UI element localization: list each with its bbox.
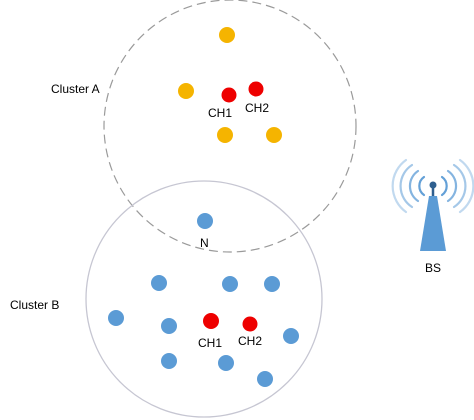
- cluster-b-member-nodes: [108, 275, 299, 387]
- cluster-b-member-node: [264, 276, 280, 292]
- base-station-label: BS: [425, 261, 441, 275]
- cluster-a-member-node: [266, 127, 282, 143]
- overlap-node: [197, 213, 213, 229]
- cluster-a-ch2-node: [248, 81, 264, 97]
- cluster-b-member-node: [161, 353, 177, 369]
- cluster-a-member-nodes: [178, 27, 282, 143]
- cluster-b-ch2-label: CH2: [238, 334, 262, 348]
- cluster-b-region: [85, 180, 323, 418]
- cluster-b-member-node: [151, 275, 167, 291]
- cluster-a-member-node: [219, 27, 235, 43]
- cluster-b-ch1-label: CH1: [198, 336, 222, 350]
- cluster-b-member-node: [218, 355, 234, 371]
- cluster-b-boundary: [85, 180, 323, 418]
- cluster-a-ch1-label: CH1: [208, 106, 232, 120]
- cluster-b-member-node: [108, 310, 124, 326]
- cluster-a-member-node: [178, 83, 194, 99]
- cluster-a-label: Cluster A: [51, 82, 100, 96]
- overlap-node-group: N: [197, 213, 213, 250]
- cluster-b-label: Cluster B: [10, 298, 59, 312]
- cluster-b-ch2-node: [242, 316, 258, 332]
- cluster-a-cluster-heads: CH1 CH2: [208, 81, 269, 120]
- cluster-a-ch1-node: [221, 87, 237, 103]
- tower-tip: [429, 181, 437, 189]
- tower-body: [420, 196, 446, 251]
- radio-tower-icon: [391, 158, 474, 251]
- cluster-b-member-node: [283, 328, 299, 344]
- signal-waves: [391, 158, 474, 214]
- cluster-b-member-node: [161, 318, 177, 334]
- cluster-b-cluster-heads: CH1 CH2: [198, 313, 262, 350]
- cluster-b-member-node: [222, 276, 238, 292]
- cluster-a-boundary: [103, 0, 357, 253]
- cluster-b-member-node: [257, 371, 273, 387]
- cluster-a-ch2-label: CH2: [245, 101, 269, 115]
- cluster-a-region: [103, 0, 357, 253]
- cluster-a-member-node: [217, 127, 233, 143]
- overlap-node-label: N: [200, 236, 209, 250]
- cluster-b-ch1-node: [203, 313, 219, 329]
